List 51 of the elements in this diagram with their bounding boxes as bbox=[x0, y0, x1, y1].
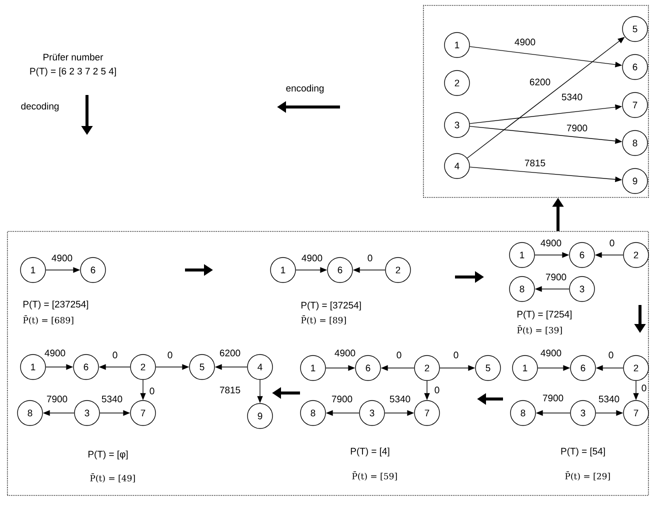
sequence-text: P̄(t) = [59] bbox=[352, 471, 397, 481]
sequence-text: P(T) = [54] bbox=[561, 448, 605, 456]
sequence-text: P̄(t) = [49] bbox=[90, 473, 135, 483]
sequence-text: P̄(t) = [39] bbox=[517, 325, 562, 335]
step-label: encoding bbox=[286, 84, 324, 94]
edge-label: 0 bbox=[608, 239, 616, 247]
node-label: 2 bbox=[634, 364, 638, 372]
dotted-frame bbox=[7, 230, 649, 496]
sequence-text: P(T) = [φ] bbox=[88, 450, 128, 460]
edge-label: 0 bbox=[452, 351, 460, 359]
sequence-text: P(T) = [37254] bbox=[301, 302, 361, 310]
edge-label: 0 bbox=[640, 384, 648, 392]
edge-label: 4900 bbox=[540, 349, 562, 357]
edge-label: 4900 bbox=[514, 38, 536, 46]
edge-label: 4900 bbox=[540, 239, 562, 247]
edge-label: 0 bbox=[112, 351, 118, 359]
sequence-text: P(T) = [237254] bbox=[24, 300, 88, 310]
dotted-frame bbox=[423, 5, 649, 198]
edge-label: 0 bbox=[166, 351, 174, 359]
edge-label: 5340 bbox=[388, 395, 412, 403]
edge-label: 0 bbox=[366, 254, 374, 262]
edge-label: 7900 bbox=[544, 273, 568, 281]
heading: Prüfer number bbox=[44, 54, 104, 60]
edge-label: 4900 bbox=[44, 349, 66, 357]
edge-label: 7900 bbox=[330, 395, 354, 403]
edge-label: 5340 bbox=[560, 93, 584, 101]
edge-label: 5340 bbox=[598, 395, 620, 403]
edge-label: 4900 bbox=[50, 254, 74, 262]
node-label: 2 bbox=[634, 252, 638, 258]
edge-label: 7900 bbox=[46, 395, 68, 403]
edge-label: 0 bbox=[148, 387, 156, 395]
step-label: decoding bbox=[21, 102, 59, 112]
edge-label: 6200 bbox=[528, 78, 552, 86]
edge-label: 0 bbox=[434, 386, 440, 394]
edge-label: 7815 bbox=[218, 386, 242, 394]
edge-label: 0 bbox=[608, 351, 614, 359]
edge-label: 7815 bbox=[524, 159, 546, 167]
sequence-text: P̄(t) = [29] bbox=[565, 471, 610, 481]
sequence-text: P(T) = [6 2 3 7 2 5 4] bbox=[30, 68, 116, 76]
edge-label: 7900 bbox=[566, 124, 588, 132]
sequence-text: P̄(t) = [689] bbox=[23, 315, 74, 325]
sequence-text: P(T) = [4] bbox=[350, 448, 390, 456]
edge-label: 4900 bbox=[334, 349, 356, 357]
node-label: 7 bbox=[634, 410, 638, 416]
edge-label: 7900 bbox=[542, 394, 564, 402]
sequence-text: P̄(t) = [89] bbox=[301, 315, 346, 325]
edge-label: 0 bbox=[396, 351, 402, 359]
edge-label: 4900 bbox=[300, 254, 324, 262]
edge-label: 5340 bbox=[100, 395, 124, 403]
edge-label: 6200 bbox=[218, 349, 242, 357]
sequence-text: P(T) = [7254] bbox=[517, 310, 572, 320]
